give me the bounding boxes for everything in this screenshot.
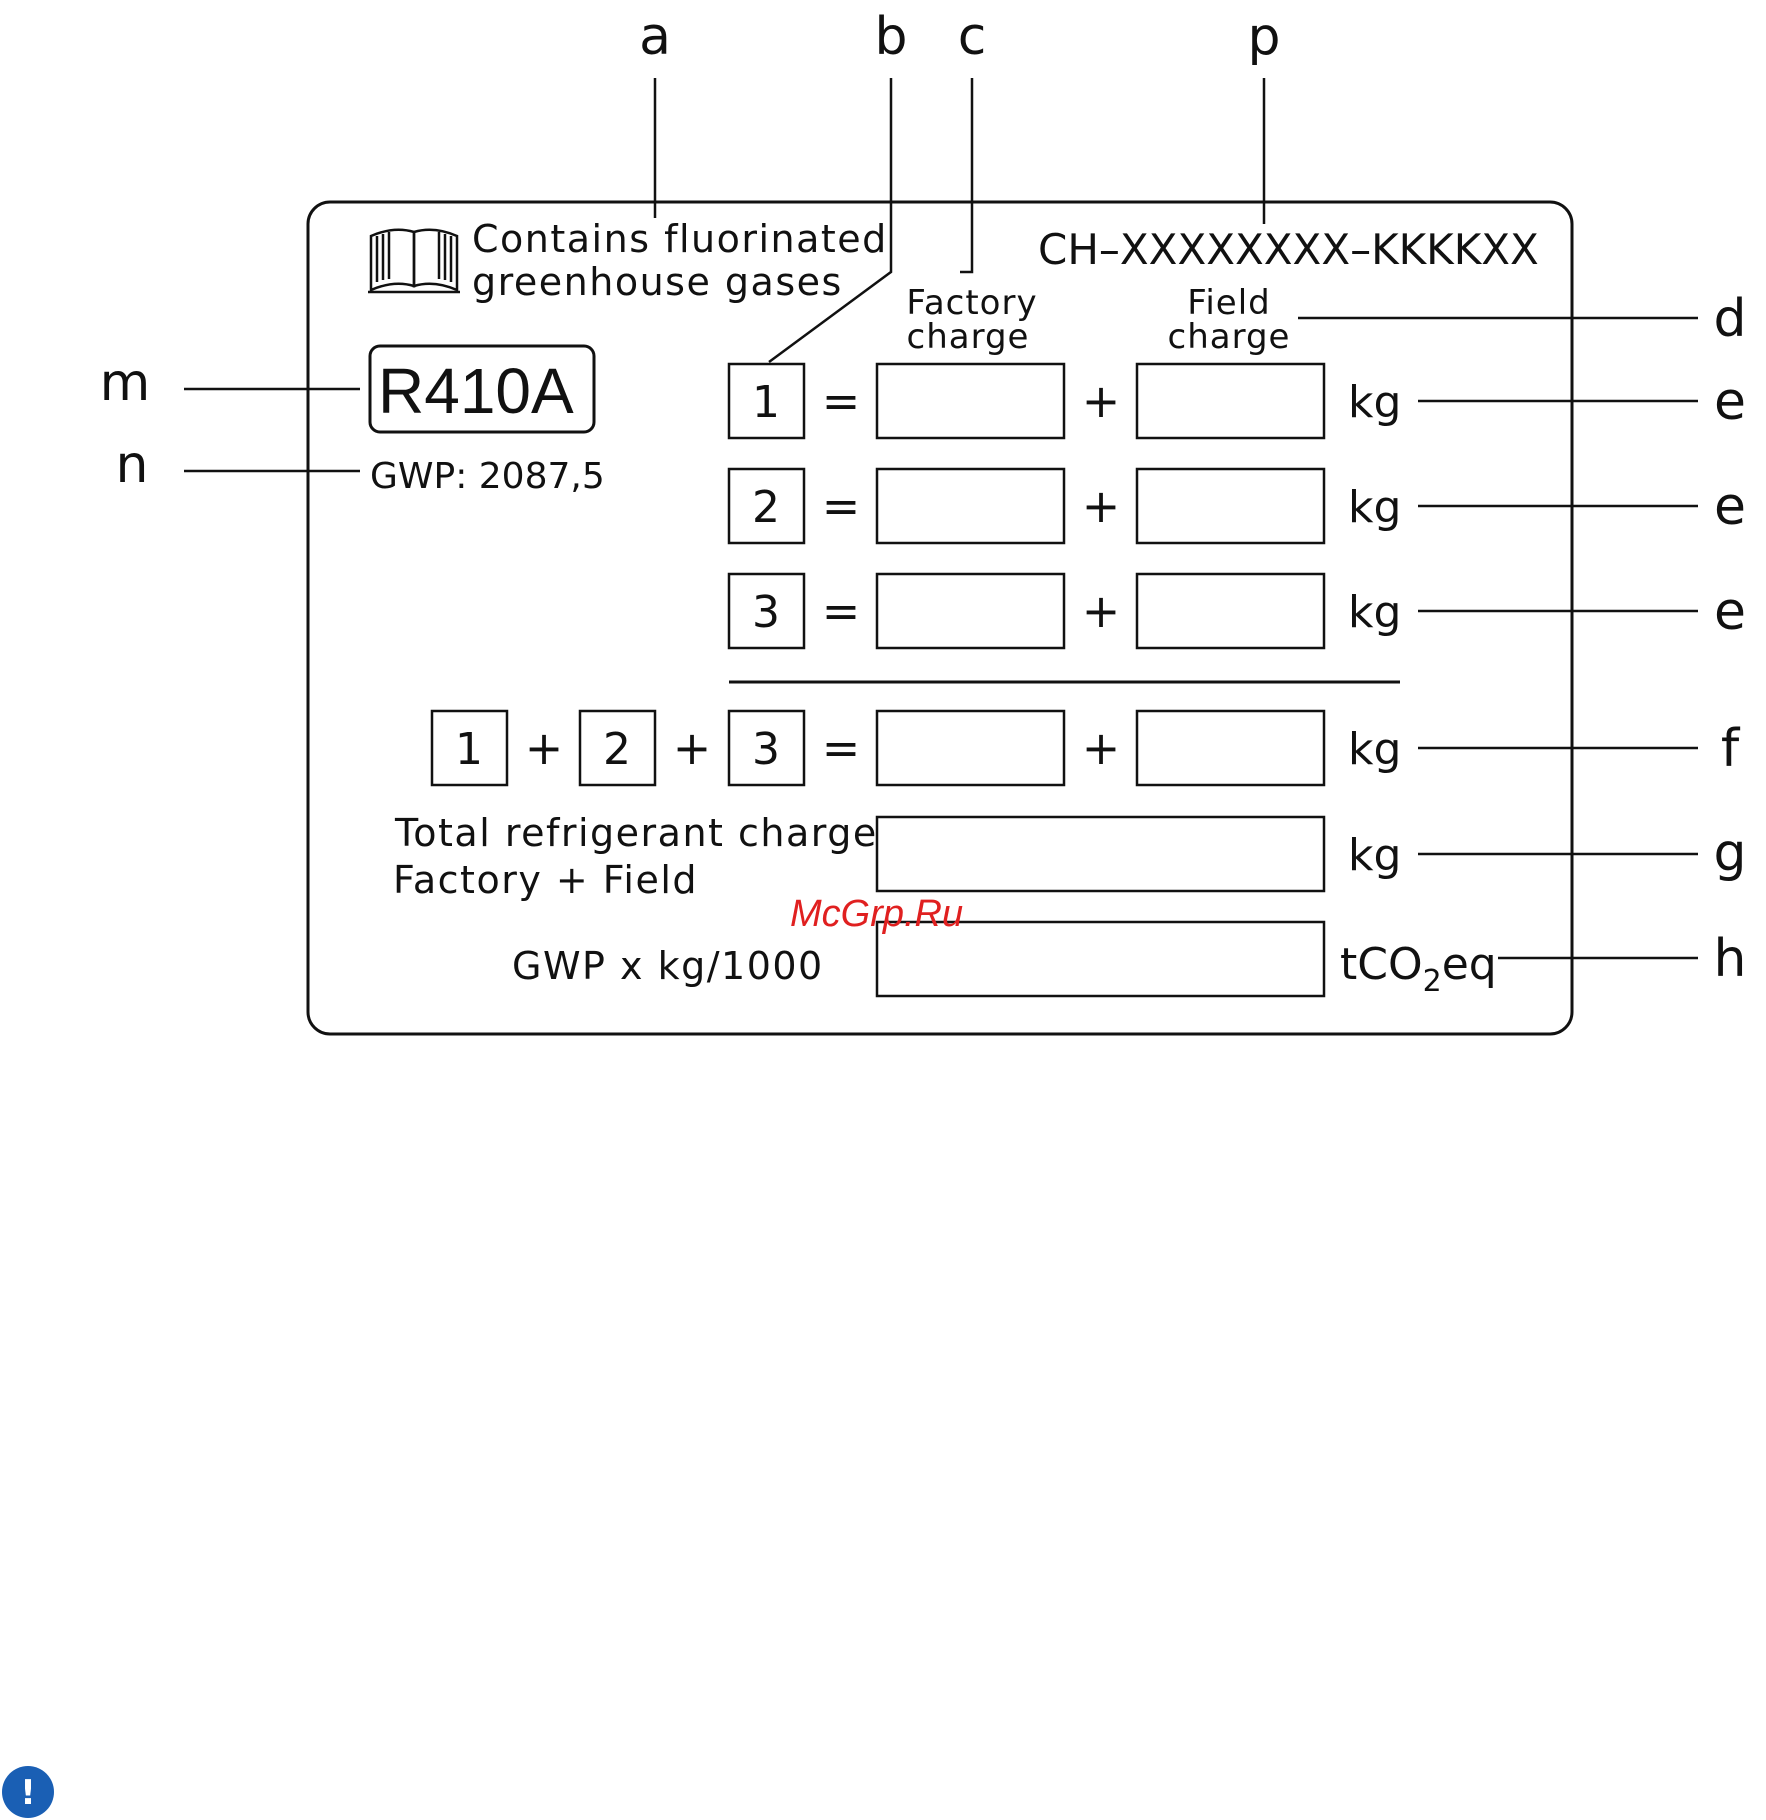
callout-e: e — [1714, 372, 1746, 432]
total-charge-label-2: Factory + Field — [393, 858, 698, 902]
refrigerant-type: R410A — [378, 355, 574, 427]
sum-term: 3 — [752, 724, 780, 775]
callout-g: g — [1713, 823, 1746, 883]
exclamation-icon: ! — [2, 1766, 54, 1818]
gwp-value: GWP: 2087,5 — [370, 456, 605, 497]
caption-line-2: greenhouse gases — [472, 260, 843, 304]
manual-book-icon — [368, 230, 460, 292]
co2-unit: tCO2eq — [1340, 939, 1497, 999]
field-charge-field[interactable] — [1137, 469, 1324, 543]
equals-sign: = — [822, 584, 861, 638]
callout-d: d — [1713, 289, 1746, 349]
unit-kg: kg — [1348, 587, 1401, 638]
svg-text:!: ! — [20, 1773, 36, 1813]
caption-line-1: Contains fluorinated — [472, 217, 888, 261]
callout-a: a — [639, 7, 671, 67]
callout-f: f — [1721, 719, 1741, 779]
plus-sign: + — [1082, 721, 1121, 775]
sum-row: 1 + 2 + 3 = + kg — [432, 711, 1401, 785]
equals-sign: = — [822, 374, 861, 428]
callout-e: e — [1714, 477, 1746, 537]
equals-sign: = — [822, 479, 861, 533]
callout-p: p — [1247, 7, 1280, 67]
co2-formula: GWP x kg/1000 — [512, 944, 824, 988]
unit-kg: kg — [1348, 724, 1401, 775]
callout-c: c — [958, 7, 987, 67]
sum-field-charge-field[interactable] — [1137, 711, 1324, 785]
callout-b: b — [874, 7, 907, 67]
sum-factory-charge-field[interactable] — [877, 711, 1064, 785]
factory-charge-header-2: charge — [907, 317, 1030, 357]
plus-sign: + — [1082, 479, 1121, 533]
callout-m: m — [100, 353, 151, 413]
plus-sign: + — [1082, 584, 1121, 638]
field-charge-field[interactable] — [1137, 364, 1324, 438]
unit-kg: kg — [1348, 482, 1401, 533]
field-charge-header-2: charge — [1168, 317, 1291, 357]
sum-term: 1 — [455, 724, 483, 775]
callout-e: e — [1714, 582, 1746, 642]
callout-h: h — [1714, 929, 1747, 989]
charge-row-1: 1 = + kg — [729, 364, 1401, 438]
plus-sign: + — [673, 721, 712, 775]
circuit-index: 3 — [752, 587, 780, 638]
charge-row-3: 3 = + kg — [729, 574, 1401, 648]
factory-charge-field[interactable] — [877, 364, 1064, 438]
equals-sign: = — [822, 721, 861, 775]
unit-kg: kg — [1348, 377, 1401, 428]
watermark: McGrp.Ru — [790, 893, 963, 935]
factory-charge-field[interactable] — [877, 469, 1064, 543]
product-code: CH–XXXXXXXX–KKKKXX — [1038, 225, 1539, 274]
total-charge-field[interactable] — [877, 817, 1324, 891]
leader-c — [960, 78, 972, 272]
callout-n: n — [116, 435, 149, 495]
field-charge-field[interactable] — [1137, 574, 1324, 648]
plus-sign: + — [1082, 374, 1121, 428]
factory-charge-field[interactable] — [877, 574, 1064, 648]
plus-sign: + — [525, 721, 564, 775]
sum-term: 2 — [603, 724, 631, 775]
total-charge-label-1: Total refrigerant charge — [394, 811, 878, 855]
unit-kg: kg — [1348, 830, 1401, 881]
circuit-index: 2 — [752, 482, 780, 533]
charge-row-2: 2 = + kg — [729, 469, 1401, 543]
circuit-index: 1 — [752, 377, 780, 428]
